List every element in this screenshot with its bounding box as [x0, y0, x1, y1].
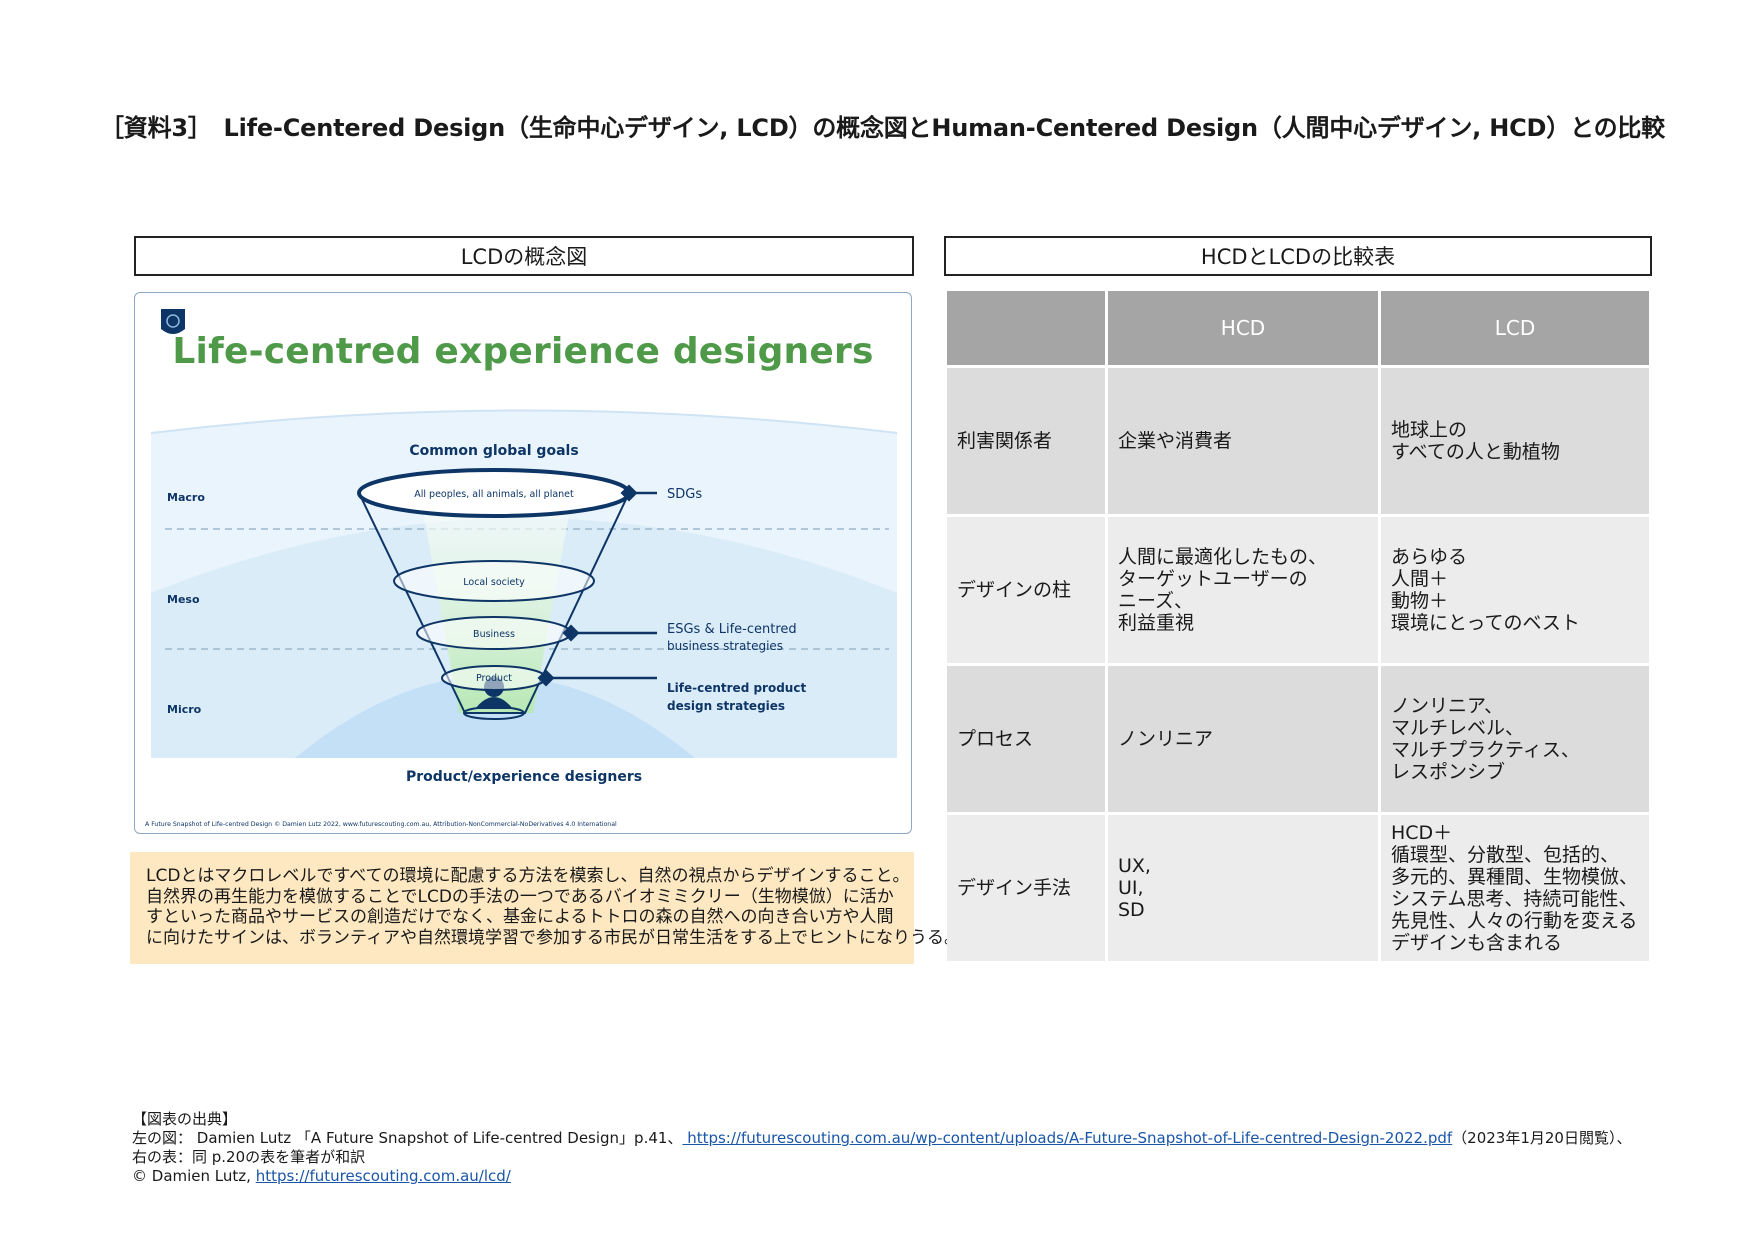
- esg-callout-line2: business strategies: [667, 639, 783, 653]
- cell-line: ノンリニア、: [1391, 695, 1639, 717]
- sdgs-callout: SDGs: [667, 487, 702, 502]
- macro-label: Macro: [167, 491, 205, 504]
- table-row: デザイン手法 UX, UI, SD HCD＋ 循環型、分散型、包括的、 多元的、…: [947, 815, 1649, 961]
- cell-line: ノンリニア: [1118, 728, 1368, 750]
- column-header-lcd: LCD: [1381, 291, 1649, 365]
- cell-line: 地球上の: [1391, 419, 1639, 441]
- figure-credit: A Future Snapshot of Life-centred Design…: [145, 820, 617, 828]
- column-header-empty: [947, 291, 1105, 365]
- cell-line: デザインも含まれる: [1391, 932, 1639, 954]
- cell-line: あらゆる: [1391, 546, 1639, 568]
- row-label: 利害関係者: [947, 368, 1105, 514]
- row-label: デザインの柱: [947, 517, 1105, 663]
- source-line-2: 右の表：同 p.20の表を筆者が和訳: [132, 1148, 1631, 1167]
- cell-line: システム思考、持続可能性、: [1391, 888, 1639, 910]
- cell-line: 先見性、人々の行動を変える: [1391, 910, 1639, 932]
- source-line-1: 左の図： Damien Lutz 「A Future Snapshot of L…: [132, 1129, 1631, 1148]
- cell-line: SD: [1118, 899, 1368, 921]
- cell-line: マルチレベル、: [1391, 717, 1639, 739]
- cell-line: マルチプラクティス、: [1391, 739, 1639, 761]
- source-left-figure-text: 左の図： Damien Lutz 「A Future Snapshot of L…: [132, 1129, 682, 1147]
- product-callout-line1: Life-centred product: [667, 681, 806, 695]
- summary-line: に向けたサインは、ボランティアや自然環境学習で参加する市民が日常生活をする上でヒ…: [146, 928, 900, 949]
- table-row: 利害関係者 企業や消費者 地球上の すべての人と動植物: [947, 368, 1649, 514]
- ring-business-label: Business: [473, 629, 515, 640]
- source-pdf-link[interactable]: https://futurescouting.com.au/wp-content…: [682, 1129, 1452, 1147]
- lcd-cell: HCD＋ 循環型、分散型、包括的、 多元的、異種間、生物模倣、 システム思考、持…: [1381, 815, 1649, 961]
- cell-line: ターゲットユーザーの: [1118, 568, 1368, 590]
- hcd-cell: 人間に最適化したもの、 ターゲットユーザーの ニーズ、 利益重視: [1108, 517, 1378, 663]
- cell-line: すべての人と動植物: [1391, 441, 1639, 463]
- cell-line: UX,: [1118, 855, 1368, 877]
- lcd-site-link[interactable]: https://futurescouting.com.au/lcd/: [256, 1167, 511, 1185]
- lcd-concept-figure: Common global goals Macro Meso Micro All…: [134, 292, 912, 834]
- cell-line: 動物＋: [1391, 590, 1639, 612]
- comparison-table-header: HCDとLCDの比較表: [944, 236, 1652, 276]
- common-goals-label: Common global goals: [409, 443, 578, 459]
- cell-line: 人間＋: [1391, 568, 1639, 590]
- hcd-cell: ノンリニア: [1108, 666, 1378, 812]
- table-header-row: HCD LCD: [947, 291, 1649, 365]
- source-notes: 【図表の出典】 左の図： Damien Lutz 「A Future Snaps…: [132, 1110, 1631, 1186]
- table-row: プロセス ノンリニア ノンリニア、 マルチレベル、 マルチプラクティス、 レスポ…: [947, 666, 1649, 812]
- lcd-cell: 地球上の すべての人と動植物: [1381, 368, 1649, 514]
- lcd-cell: あらゆる 人間＋ 動物＋ 環境にとってのベスト: [1381, 517, 1649, 663]
- summary-line: すといった商品やサービスの創造だけでなく、基金によるトトロの森の自然への向き合い…: [146, 907, 900, 928]
- page-title: ［資料3］ Life-Centered Design（生命中心デザイン, LCD…: [100, 108, 1660, 143]
- source-access-date: （2023年1月20日閲覧）、: [1452, 1129, 1631, 1147]
- cell-line: 多元的、異種間、生物模倣、: [1391, 866, 1639, 888]
- summary-line: 自然界の再生能力を模倣することでLCDの手法の一つであるバイオミミクリー（生物模…: [146, 887, 900, 908]
- micro-label: Micro: [167, 703, 202, 716]
- cell-line: 人間に最適化したもの、: [1118, 546, 1368, 568]
- cell-line: 企業や消費者: [1118, 430, 1368, 452]
- row-label: プロセス: [947, 666, 1105, 812]
- copyright-text: © Damien Lutz,: [132, 1167, 256, 1185]
- column-header-hcd: HCD: [1108, 291, 1378, 365]
- product-callout-line2: design strategies: [667, 699, 785, 713]
- source-heading: 【図表の出典】: [132, 1110, 1631, 1129]
- bottom-designers-label: Product/experience designers: [406, 769, 642, 785]
- comparison-table: HCD LCD 利害関係者 企業や消費者 地球上の すべての人と動植物 デザイン…: [944, 288, 1652, 964]
- funnel-diagram: Common global goals Macro Meso Micro All…: [135, 293, 912, 834]
- table-row: デザインの柱 人間に最適化したもの、 ターゲットユーザーの ニーズ、 利益重視 …: [947, 517, 1649, 663]
- cell-line: HCD＋: [1391, 822, 1639, 844]
- hcd-cell: UX, UI, SD: [1108, 815, 1378, 961]
- esg-callout-line1: ESGs & Life-centred: [667, 622, 797, 637]
- cell-line: UI,: [1118, 877, 1368, 899]
- cell-line: ニーズ、: [1118, 590, 1368, 612]
- lcd-summary-box: LCDとはマクロレベルですべての環境に配慮する方法を模索し、自然の視点からデザイ…: [130, 852, 914, 964]
- source-line-3: © Damien Lutz, https://futurescouting.co…: [132, 1167, 1631, 1186]
- lcd-concept-header: LCDの概念図: [134, 236, 914, 276]
- lcd-cell: ノンリニア、 マルチレベル、 マルチプラクティス、 レスポンシブ: [1381, 666, 1649, 812]
- hcd-cell: 企業や消費者: [1108, 368, 1378, 514]
- row-label: デザイン手法: [947, 815, 1105, 961]
- meso-label: Meso: [167, 593, 200, 606]
- cell-line: レスポンシブ: [1391, 761, 1639, 783]
- figure-heading: Life-centred experience designers: [135, 331, 911, 372]
- ring-planet-label: All peoples, all animals, all planet: [414, 489, 574, 500]
- ring-society-label: Local society: [463, 577, 525, 588]
- summary-line: LCDとはマクロレベルですべての環境に配慮する方法を模索し、自然の視点からデザイ…: [146, 866, 900, 887]
- cell-line: 利益重視: [1118, 612, 1368, 634]
- ring-product-label: Product: [476, 673, 512, 684]
- cell-line: 循環型、分散型、包括的、: [1391, 844, 1639, 866]
- cell-line: 環境にとってのベスト: [1391, 612, 1639, 634]
